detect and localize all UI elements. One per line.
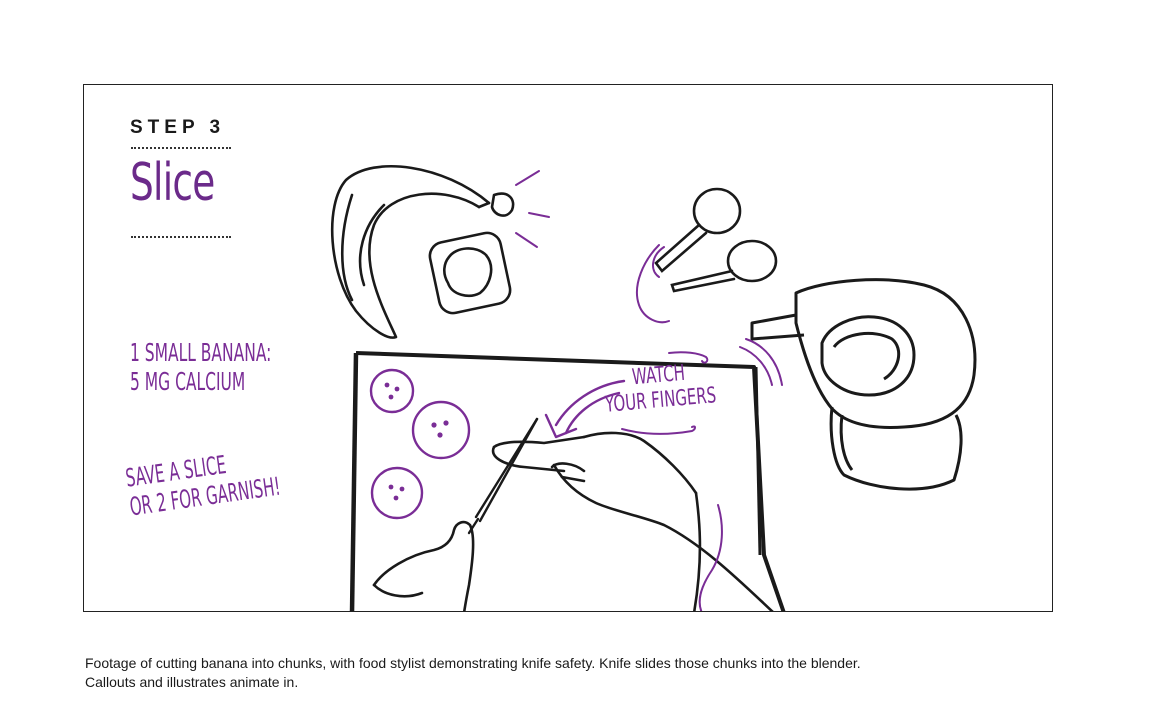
caption-line: Callouts and illustrates animate in. <box>85 674 299 690</box>
divider-bottom <box>131 236 231 238</box>
arrow-icon <box>544 379 626 439</box>
fact-line: 5 MG CALCIUM <box>130 366 246 396</box>
left-hand-icon <box>372 520 475 611</box>
storyboard-frame: STEP 3 Slice 1 SMALL BANANA: 5 MG CALCIU… <box>83 84 1053 612</box>
motion-lines-icon <box>515 170 550 248</box>
wrist-motion-icon <box>698 504 723 611</box>
blender-icon <box>750 278 977 491</box>
fact-line: 1 SMALL BANANA: <box>130 338 272 367</box>
banana-icon <box>331 164 515 339</box>
caption: Footage of cutting banana into chunks, w… <box>85 654 1045 692</box>
callout-underline <box>621 351 709 435</box>
right-hand-icon <box>491 431 774 611</box>
banana-slices <box>369 368 471 520</box>
scene-illustration <box>331 164 977 611</box>
divider-top <box>131 147 231 149</box>
step-title: Slice <box>130 153 215 213</box>
bowl-icon <box>428 231 512 315</box>
watch-fingers-callout: WATCH YOUR FINGERS <box>602 358 717 418</box>
measuring-motion-icon <box>635 244 670 324</box>
knife-icon <box>467 417 539 535</box>
cutting-board-icon <box>349 351 786 611</box>
caption-line: Footage of cutting banana into chunks, w… <box>85 655 861 671</box>
blender-motion-icon <box>739 338 783 386</box>
calcium-fact: 1 SMALL BANANA: 5 MG CALCIUM <box>130 338 272 397</box>
step-label: STEP 3 <box>130 117 226 138</box>
banana-slice-seeds <box>384 382 449 501</box>
measuring-spoons-icon <box>654 187 778 293</box>
